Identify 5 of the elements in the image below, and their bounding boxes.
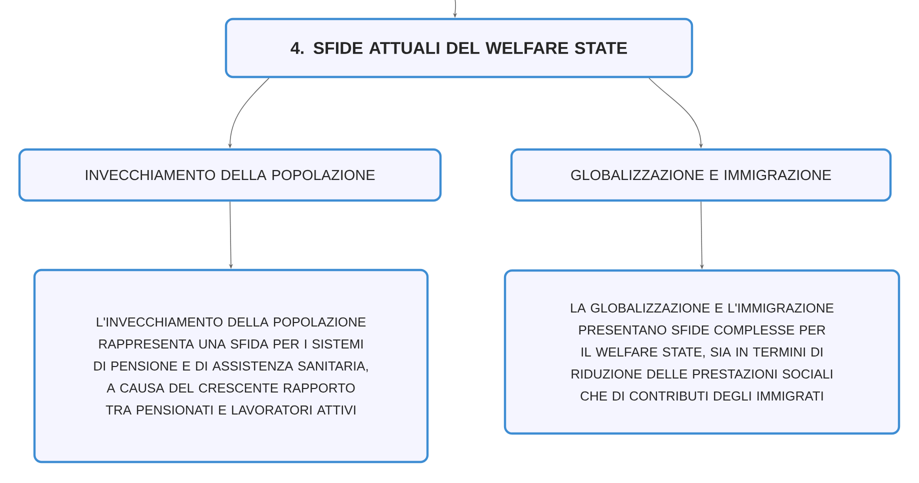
- title-box: 4. SFIDE ATTUALI DEL WELFARE STATE: [224, 18, 694, 78]
- topic-box: GLOBALIZZAZIONE E IMMIGRAZIONE: [510, 148, 892, 202]
- description-box: L'INVECCHIAMENTO DELLA POPOLAZIONE RAPPRESENTA UNA SFIDA PER I SISTEMI DI PENSIONE E DI ASSISTENZA SANITARIA, A CAUSA DEL CRESCENTE RAPPORTO TRA PENSIONATI E LAVORATORI ATTIVI: [33, 268, 429, 464]
- description-box: LA GLOBALIZZAZIONE E L'IMMIGRAZIONE PRESENTANO SFIDE COMPLESSE PER IL WELFARE STATE, SIA IN TERMINI DI RIDUZIONE DELLE PRESTAZIONI SOCIALI CHE DI CONTRIBUTI DEGLI IMMIGRATI: [504, 269, 900, 435]
- topic-box: INVECCHIAMENTO DELLA POPOLAZIONE: [18, 148, 442, 202]
